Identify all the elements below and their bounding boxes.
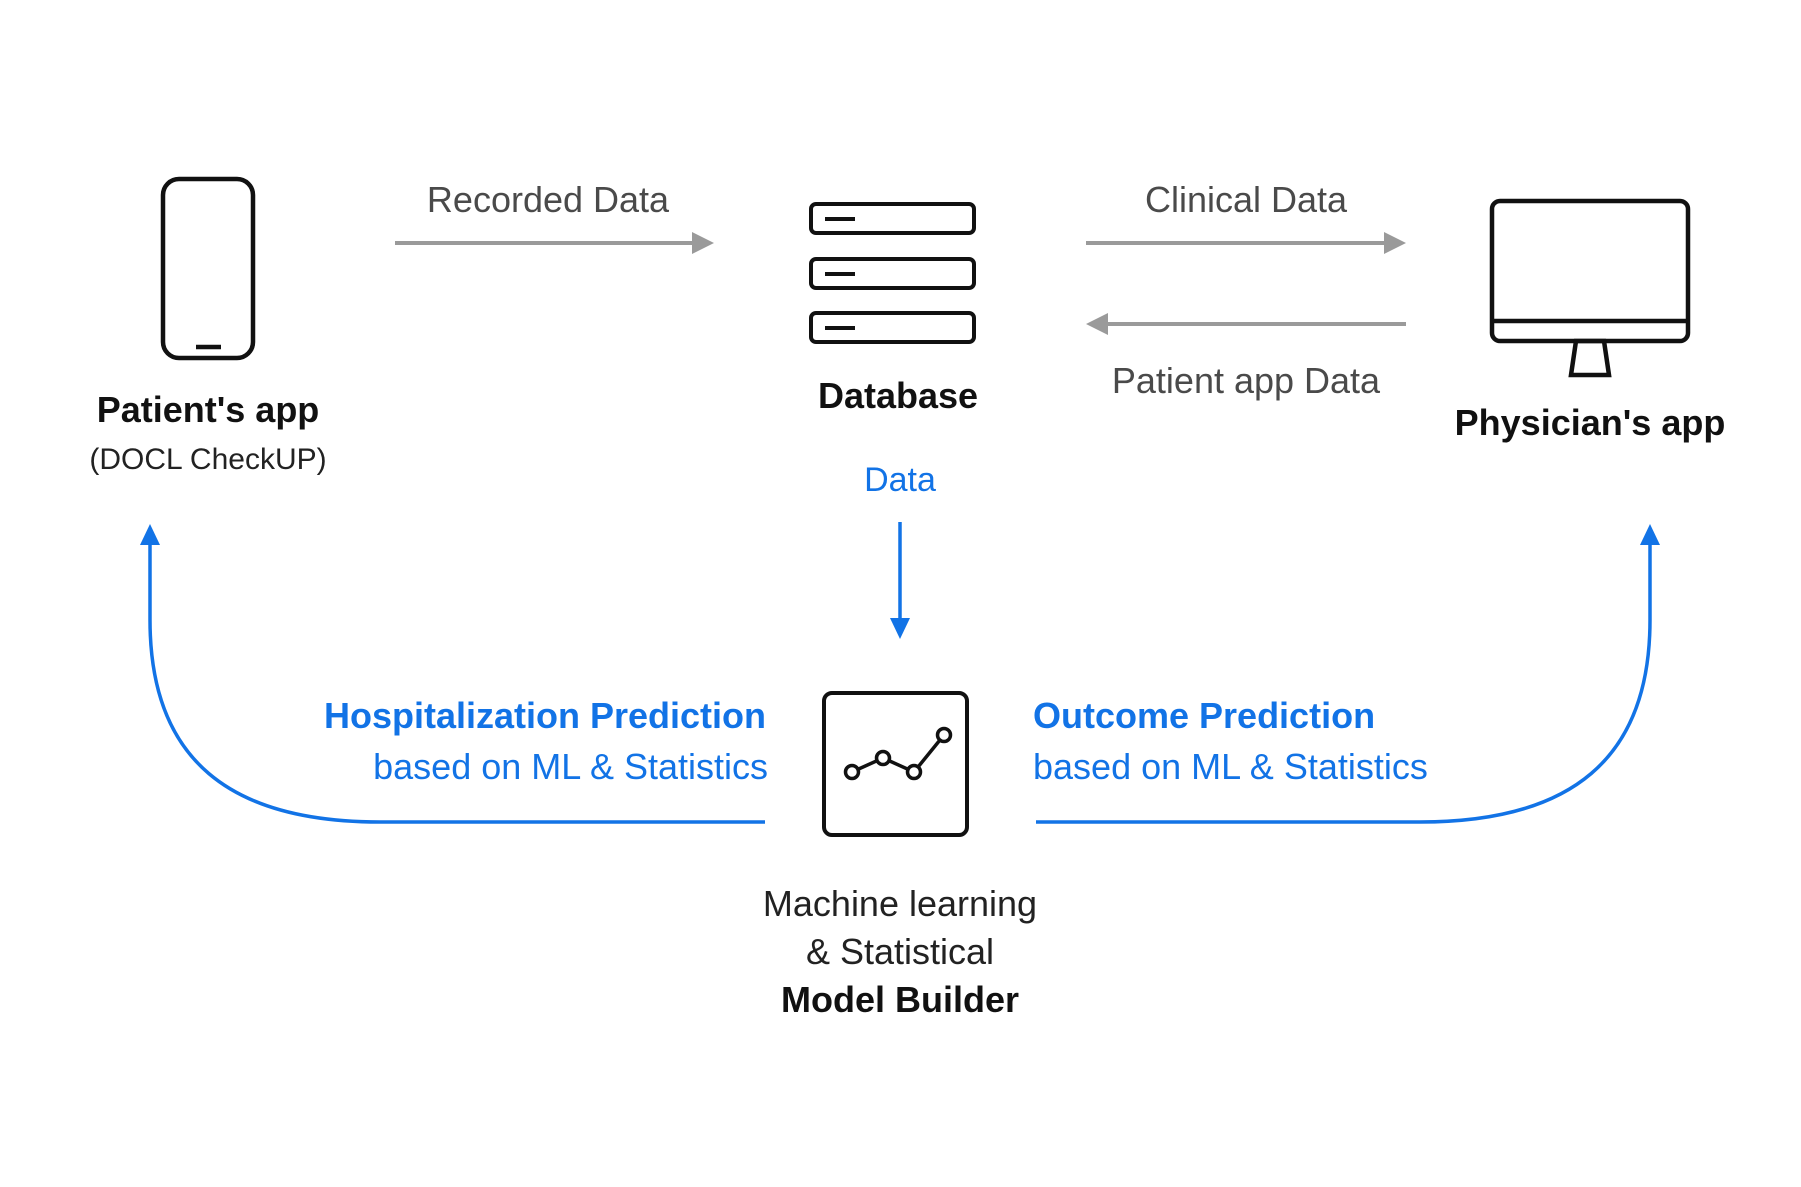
recorded-data-arrowhead xyxy=(692,232,714,254)
model-builder-line2: & Statistical xyxy=(806,931,994,972)
hospitalization-line2: based on ML & Statistics xyxy=(373,746,768,787)
database-node: Database xyxy=(809,202,978,416)
patient-app-data-arrowhead xyxy=(1086,313,1108,335)
line-chart-icon xyxy=(822,691,969,837)
hospitalization-prediction-edge: Hospitalization Prediction based on ML &… xyxy=(140,524,768,824)
data-label: Data xyxy=(864,461,936,499)
clinical-data-edge: Clinical Data xyxy=(1086,179,1406,254)
hospitalization-curve xyxy=(148,545,765,824)
model-builder-line1: Machine learning xyxy=(763,883,1037,924)
smartphone-icon xyxy=(160,176,256,361)
recorded-data-label: Recorded Data xyxy=(427,179,670,220)
database-server-icon xyxy=(809,202,976,344)
data-edge: Data xyxy=(864,461,936,639)
clinical-data-label: Clinical Data xyxy=(1145,179,1348,220)
clinical-data-arrowhead xyxy=(1384,232,1406,254)
desktop-monitor-icon xyxy=(1489,198,1691,378)
outcome-line1: Outcome Prediction xyxy=(1033,695,1375,736)
outcome-arrowhead xyxy=(1640,524,1660,545)
hospitalization-arrowhead xyxy=(140,524,160,545)
patient-app-node: Patient's app (DOCL CheckUP) xyxy=(89,176,327,476)
physician-app-node: Physician's app xyxy=(1455,198,1726,443)
patient-app-data-label: Patient app Data xyxy=(1112,360,1381,401)
patient-app-data-edge: Patient app Data xyxy=(1086,313,1406,401)
hospitalization-line1: Hospitalization Prediction xyxy=(324,695,766,736)
model-builder-line3: Model Builder xyxy=(781,979,1019,1020)
patient-app-title: Patient's app xyxy=(97,389,320,430)
patient-app-subtitle: (DOCL CheckUP) xyxy=(89,443,326,476)
data-arrowhead xyxy=(890,618,910,639)
physician-app-title: Physician's app xyxy=(1455,402,1726,443)
database-title: Database xyxy=(818,375,978,416)
model-builder-node: Machine learning & Statistical Model Bui… xyxy=(763,691,1037,1020)
outcome-line2: based on ML & Statistics xyxy=(1033,746,1428,787)
recorded-data-edge: Recorded Data xyxy=(395,179,714,254)
outcome-curve xyxy=(1036,545,1652,824)
outcome-prediction-edge: Outcome Prediction based on ML & Statist… xyxy=(1033,524,1660,824)
